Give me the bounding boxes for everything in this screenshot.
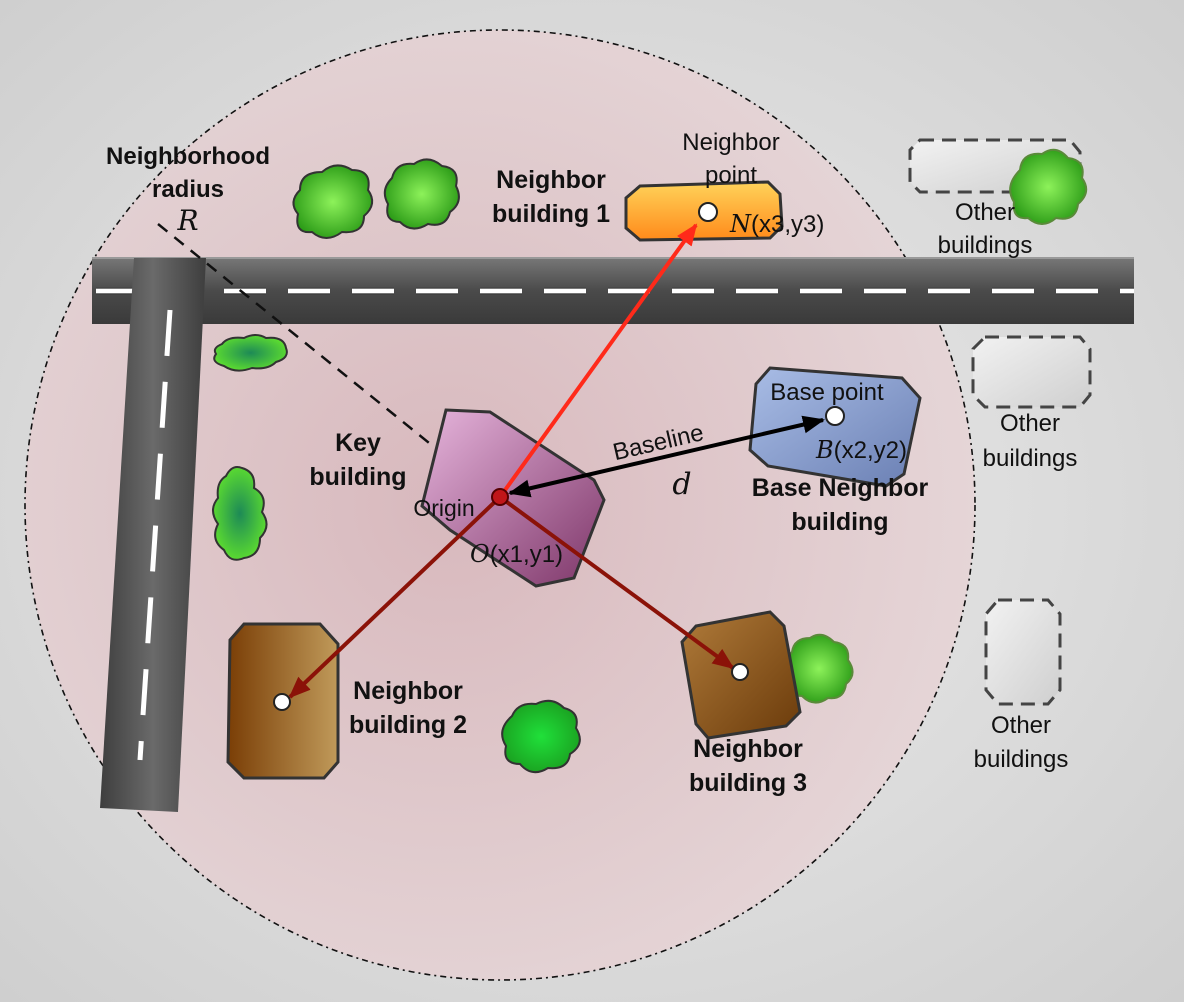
tree-icon [1009, 148, 1088, 225]
origin-label: Origin [413, 495, 474, 521]
neighbor-point-coords: N(x3,y3) [729, 210, 824, 238]
neighbor-building-3-label: Neighbor [693, 735, 803, 763]
base-neighbor-label: Base Neighbor [752, 474, 929, 502]
tree-icon [212, 466, 268, 561]
tree-icon [292, 164, 374, 239]
neighborhood-radius-label: Neighborhood [106, 143, 270, 170]
neighbor-2-point-marker [273, 693, 291, 711]
radius-symbol: R [176, 204, 198, 237]
other-buildings-label-2: Other [1000, 410, 1060, 437]
vertical-road [100, 258, 206, 812]
other-buildings-label-2b: buildings [983, 445, 1078, 472]
tree-icon [383, 158, 460, 230]
key-building-label-2: building [309, 463, 406, 491]
neighbor-building-2-label-2: building 2 [349, 711, 467, 739]
base-point-marker [825, 406, 845, 426]
base-point-coords: B(x2,y2) [815, 436, 907, 464]
distance-symbol: d [672, 467, 691, 502]
baseline-arrow [508, 415, 825, 498]
other-building-3 [984, 598, 1062, 706]
other-buildings-label-3: Other [991, 712, 1051, 739]
other-buildings-label-1b: buildings [938, 232, 1033, 259]
other-buildings-label-3b: buildings [974, 746, 1069, 773]
origin-marker [491, 488, 509, 506]
base-neighbor-label-2: building [791, 508, 888, 536]
neighbor-point-label: Neighbor [682, 129, 779, 156]
arrow-to-neighbor-building-2 [288, 495, 502, 699]
neighbor-building-1-label-2: building 1 [492, 200, 610, 228]
other-buildings-label-1: Other [955, 199, 1015, 226]
neighbor-point-label-2: point [705, 162, 757, 189]
neighbor-point-marker [698, 202, 718, 222]
tree-icon [213, 334, 288, 372]
horizontal-road [92, 257, 1134, 324]
key-building-label: Key [335, 429, 381, 457]
neighbor-3-point-marker [731, 663, 749, 681]
base-point-label: Base point [770, 379, 884, 406]
neighbor-building-3-label-2: building 3 [689, 769, 807, 797]
neighbor-building-2-label: Neighbor [353, 677, 463, 705]
tree-icon [501, 699, 581, 774]
neighbor-building-1-label: Neighbor [496, 166, 606, 194]
arrow-to-neighbor-building-3 [498, 495, 735, 670]
neighborhood-radius-label-2: radius [152, 176, 224, 203]
other-building-2 [971, 335, 1092, 409]
origin-coords: O(x1,y1) [470, 540, 563, 568]
